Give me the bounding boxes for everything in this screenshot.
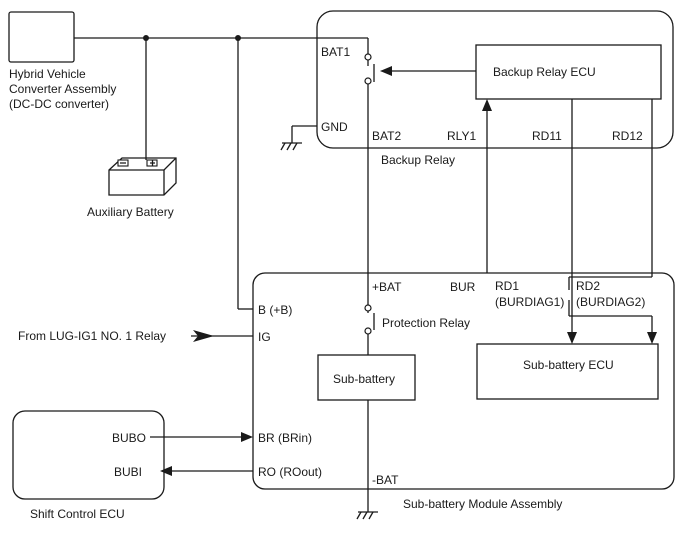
arrowhead-icon bbox=[482, 99, 492, 111]
terminal-rd1-sub: (BURDIAG1) bbox=[495, 295, 564, 309]
auxiliary-battery-label: Auxiliary Battery bbox=[87, 205, 174, 219]
terminal-rly1: RLY1 bbox=[447, 129, 476, 143]
terminal-gnd: GND bbox=[321, 120, 348, 134]
terminal-plus-bat: +BAT bbox=[372, 280, 402, 294]
terminal-b-plus: B (+B) bbox=[258, 303, 292, 317]
shift-control-ecu-label: Shift Control ECU bbox=[30, 507, 125, 521]
arrowhead-icon bbox=[193, 330, 214, 342]
sub-battery-ecu-label: Sub-battery ECU bbox=[523, 358, 614, 372]
terminal-br: BR (BRin) bbox=[258, 431, 312, 445]
junction-dot bbox=[235, 35, 241, 41]
ground-icon bbox=[280, 142, 302, 151]
terminal-rd2-sub: (BURDIAG2) bbox=[576, 295, 645, 309]
auxiliary-battery-icon bbox=[108, 157, 177, 196]
relay-contact-top bbox=[364, 53, 372, 61]
junction-dot bbox=[143, 35, 149, 41]
converter-label-line1: Hybrid Vehicle bbox=[9, 67, 86, 81]
protection-relay-label: Protection Relay bbox=[382, 316, 470, 330]
terminal-bur: BUR bbox=[450, 280, 476, 294]
terminal-bat2: BAT2 bbox=[372, 129, 401, 143]
arrowhead-icon bbox=[241, 432, 253, 442]
terminal-rd11: RD11 bbox=[532, 129, 562, 143]
external-input-label: From LUG-IG1 NO. 1 Relay bbox=[18, 329, 166, 343]
backup-relay-label: Backup Relay bbox=[381, 153, 455, 167]
protection-contact-top bbox=[364, 304, 372, 312]
ground-icon bbox=[356, 511, 378, 520]
terminal-rd2: RD2 bbox=[576, 279, 600, 293]
terminal-ig: IG bbox=[258, 330, 271, 344]
terminal-bubo: BUBO bbox=[112, 431, 146, 445]
terminal-bat1: BAT1 bbox=[321, 45, 350, 59]
terminal-minus-bat: -BAT bbox=[372, 473, 399, 487]
backup-relay-ecu-box bbox=[475, 44, 662, 100]
sub-battery-box bbox=[317, 354, 416, 401]
terminal-rd12: RD12 bbox=[612, 129, 643, 143]
sub-battery-module-box bbox=[252, 272, 675, 490]
terminal-rd1: RD1 bbox=[495, 279, 519, 293]
arrowhead-icon bbox=[647, 332, 657, 344]
arrowhead-icon bbox=[160, 466, 172, 476]
shift-control-ecu-box bbox=[12, 410, 165, 500]
wires bbox=[74, 37, 653, 512]
relay-contact-bottom bbox=[364, 77, 372, 85]
arrowhead-icon bbox=[380, 66, 392, 76]
arrowhead-icon bbox=[567, 332, 577, 344]
converter-label-line3: (DC-DC converter) bbox=[9, 97, 109, 111]
sub-battery-label: Sub-battery bbox=[333, 372, 395, 386]
sub-battery-module-label: Sub-battery Module Assembly bbox=[403, 497, 562, 511]
protection-contact-bottom bbox=[364, 327, 372, 335]
terminal-bubi: BUBI bbox=[114, 465, 142, 479]
hybrid-converter-box bbox=[8, 11, 75, 63]
sub-battery-ecu-box bbox=[476, 343, 659, 400]
converter-label-line2: Converter Assembly bbox=[9, 82, 116, 96]
terminal-ro: RO (ROout) bbox=[258, 465, 322, 479]
backup-relay-ecu-label: Backup Relay ECU bbox=[493, 65, 596, 79]
